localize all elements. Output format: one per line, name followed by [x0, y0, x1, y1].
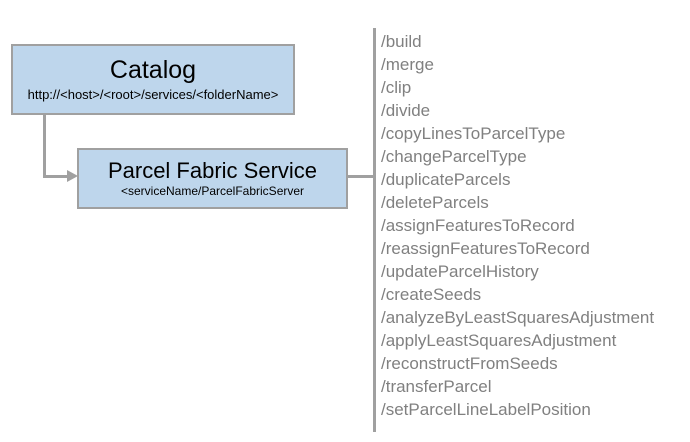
operations-divider — [373, 28, 376, 432]
operation-item: /deleteParcels — [381, 193, 489, 212]
operation-item: /updateParcelHistory — [381, 262, 539, 281]
node-catalog-url: http://<host>/<root>/services/<folderNam… — [27, 87, 279, 103]
operation-item: /divide — [381, 101, 431, 120]
node-catalog-title: Catalog — [109, 55, 197, 84]
connector-catalog-stem — [43, 113, 46, 178]
connector-catalog-run — [43, 175, 69, 178]
operation-item: /clip — [381, 78, 412, 97]
connector-service-to-operations — [348, 175, 375, 178]
operation-item: /copyLinesToParcelType — [381, 124, 566, 143]
operations-list: /build /merge /clip /divide /copyLinesTo… — [381, 30, 686, 421]
operation-item: /setParcelLineLabelPosition — [381, 400, 591, 419]
operation-item: /applyLeastSquaresAdjustment — [381, 331, 617, 350]
operation-item: /transferParcel — [381, 377, 492, 396]
node-parcel-fabric-service-path: <serviceName/ParcelFabricServer — [120, 184, 305, 199]
node-parcel-fabric-service-title: Parcel Fabric Service — [107, 157, 318, 183]
operation-item: /assignFeaturesToRecord — [381, 216, 575, 235]
operation-item: /createSeeds — [381, 285, 482, 304]
operation-item: /duplicateParcels — [381, 170, 511, 189]
node-parcel-fabric-service: Parcel Fabric Service <serviceName/Parce… — [77, 148, 348, 209]
operation-item: /changeParcelType — [381, 147, 527, 166]
operation-item: /analyzeByLeastSquaresAdjustment — [381, 308, 655, 327]
operation-item: /merge — [381, 55, 434, 74]
node-catalog: Catalog http://<host>/<root>/services/<f… — [11, 44, 295, 115]
operation-item: /reconstructFromSeeds — [381, 354, 558, 373]
operation-item: /build — [381, 32, 422, 51]
arrowhead-icon — [67, 170, 78, 182]
operation-item: /reassignFeaturesToRecord — [381, 239, 590, 258]
